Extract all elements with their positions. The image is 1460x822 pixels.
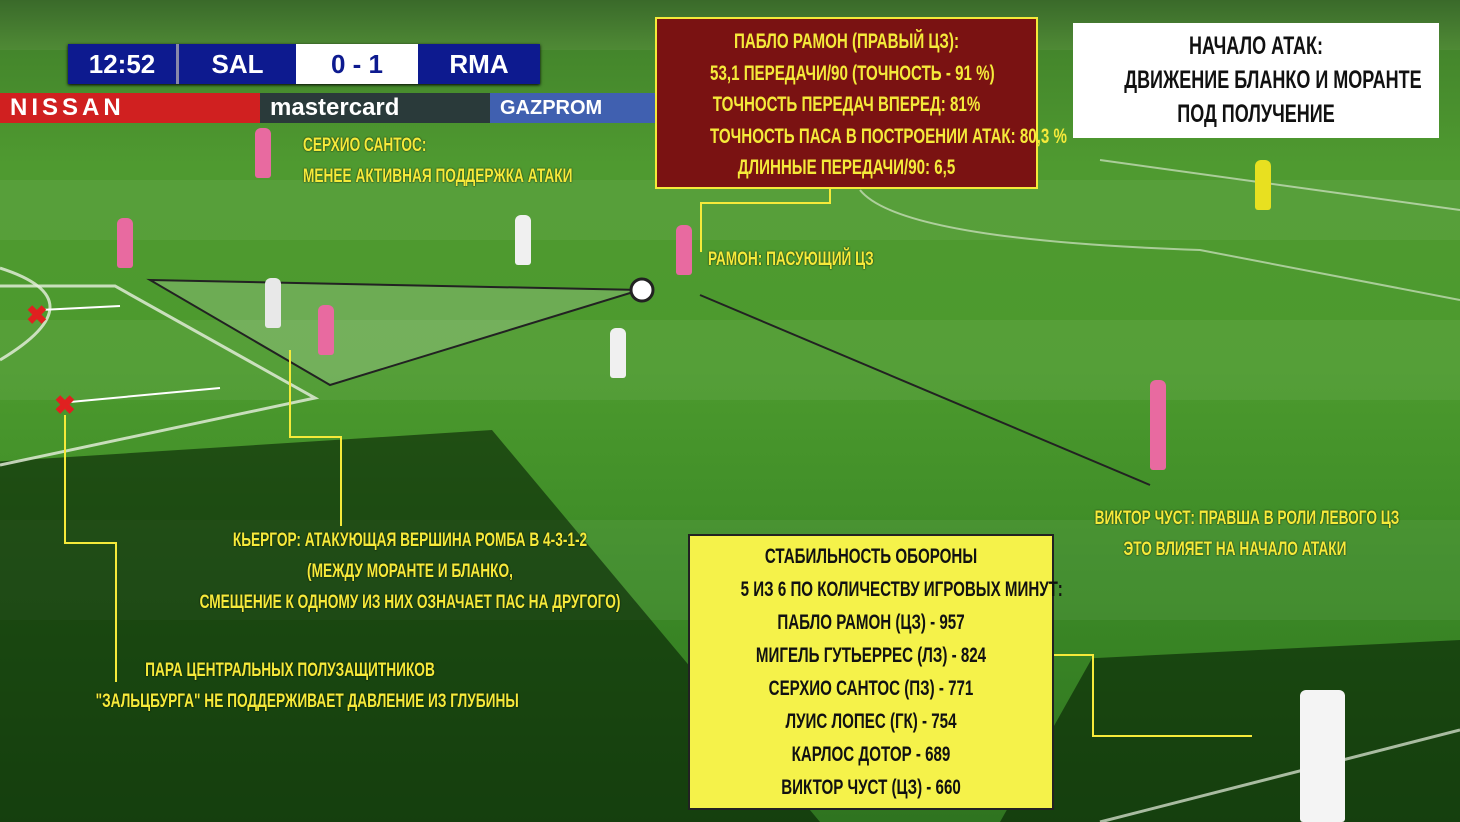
cross-marker: ✖: [54, 390, 76, 420]
player-chust: [1150, 380, 1166, 470]
score: 0 - 1: [296, 44, 418, 84]
player: [515, 215, 531, 265]
connector-line: [700, 202, 830, 204]
cross-marker: ✖: [26, 300, 48, 330]
ramon-stats-box: ПАБЛО РАМОН (ПРАВЫЙ ЦЗ): 53,1 ПЕРЕДАЧИ/9…: [655, 17, 1067, 189]
stat-line: ПАБЛО РАМОН (ПРАВЫЙ ЦЗ):: [734, 30, 959, 53]
pitch-stripe: [0, 180, 1460, 240]
annotation-kjergor: КЬЕРГОР: АТАКУЮЩАЯ ВЕРШИНА РОМБА В 4-3-1…: [110, 525, 710, 618]
title-box: НАЧАЛО АТАК: ДВИЖЕНИЕ БЛАНКО И МОРАНТЕ П…: [1073, 23, 1439, 138]
annotation-santos: СЕРХИО САНТОС: МЕНЕЕ АКТИВНАЯ ПОДДЕРЖКА …: [303, 130, 723, 192]
scoreboard: 12:52 SAL 0 - 1 RMA: [68, 44, 540, 84]
annotation-chust: ВИКТОР ЧУСТ: ПРАВША В РОЛИ ЛЕВОГО ЦЗ ЭТО…: [1040, 503, 1430, 565]
annotation-line: (МЕЖДУ МОРАНТЕ И БЛАНКО,: [307, 561, 513, 582]
title-line: ДВИЖЕНИЕ БЛАНКО И МОРАНТЕ: [1124, 66, 1422, 94]
player: [117, 218, 133, 268]
ad-gazprom: GAZPROM: [490, 93, 660, 123]
defense-stability-box: СТАБИЛЬНОСТЬ ОБОРОНЫ 5 ИЗ 6 ПО КОЛИЧЕСТВ…: [688, 534, 1063, 810]
defense-line: КАРЛОС ДОТОР - 689: [791, 743, 951, 766]
annotation-line: СМЕЩЕНИЕ К ОДНОМУ ИЗ НИХ ОЗНАЧАЕТ ПАС НА…: [199, 592, 621, 613]
connector-line: [340, 436, 342, 526]
title-line: ПОД ПОЛУЧЕНИЕ: [1177, 100, 1335, 128]
connector-line: [1092, 654, 1094, 736]
annotation-line: ВИКТОР ЧУСТ: ПРАВША В РОЛИ ЛЕВОГО ЦЗ: [1094, 508, 1400, 529]
player: [265, 278, 281, 328]
annotation-line: КЬЕРГОР: АТАКУЮЩАЯ ВЕРШИНА РОМБА В 4-3-1…: [232, 530, 588, 551]
ad-mastercard: mastercard: [260, 93, 490, 123]
title-line: НАЧАЛО АТАК:: [1188, 32, 1324, 60]
home-team: SAL: [176, 44, 296, 84]
goalkeeper: [1255, 160, 1271, 210]
away-team: RMA: [418, 44, 540, 84]
annotation-line: РАМОН: ПАСУЮЩИЙ ЦЗ: [708, 249, 874, 270]
connector-line: [829, 189, 831, 204]
defense-line: ВИКТОР ЧУСТ (ЦЗ) - 660: [781, 776, 961, 799]
coach: [1300, 690, 1345, 822]
annotation-midfield: ПАРА ЦЕНТРАЛЬНЫХ ПОЛУЗАЩИТНИКОВ "ЗАЛЬЦБУ…: [20, 655, 560, 717]
defense-line: СЕРХИО САНТОС (ПЗ) - 771: [768, 677, 974, 700]
connector-line: [64, 542, 116, 544]
connector-line: [700, 202, 702, 252]
annotation-line: МЕНЕЕ АКТИВНАЯ ПОДДЕРЖКА АТАКИ: [303, 166, 573, 187]
connector-line: [289, 350, 291, 437]
connector-line: [64, 415, 66, 543]
player-santos: [255, 128, 271, 178]
ball: [629, 277, 655, 303]
stat-line: ТОЧНОСТЬ ПЕРЕДАЧ ВПЕРЕД: 81%: [712, 93, 981, 116]
connector-line: [1053, 654, 1093, 656]
annotation-line: СЕРХИО САНТОС:: [303, 135, 427, 156]
defense-line: МИГЕЛЬ ГУТЬЕРРЕС (ЛЗ) - 824: [755, 644, 987, 667]
annotation-ramon: РАМОН: ПАСУЮЩИЙ ЦЗ: [708, 244, 968, 275]
ad-nissan: NISSAN: [0, 93, 260, 123]
player-ramon: [676, 225, 692, 275]
connector-line: [1092, 735, 1252, 737]
defense-line: 5 ИЗ 6 ПО КОЛИЧЕСТВУ ИГРОВЫХ МИНУТ:: [740, 578, 1063, 601]
stat-line: ТОЧНОСТЬ ПАСА В ПОСТРОЕНИИ АТАК: 80,3 %: [710, 124, 1067, 148]
player: [610, 328, 626, 378]
passing-triangle: [146, 278, 641, 387]
defense-line: ЛУИС ЛОПЕС (ГК) - 754: [785, 710, 957, 733]
match-time: 12:52: [68, 44, 176, 84]
stat-line: ДЛИННЫЕ ПЕРЕДАЧИ/90: 6,5: [737, 156, 956, 179]
connector-line: [115, 542, 117, 682]
defense-line: СТАБИЛЬНОСТЬ ОБОРОНЫ: [764, 545, 978, 568]
defense-line: ПАБЛО РАМОН (ЦЗ) - 957: [777, 611, 965, 634]
stat-line: 53,1 ПЕРЕДАЧИ/90 (ТОЧНОСТЬ - 91 %): [710, 61, 995, 85]
annotation-line: ПАРА ЦЕНТРАЛЬНЫХ ПОЛУЗАЩИТНИКОВ: [145, 660, 435, 681]
annotation-line: "ЗАЛЬЦБУРГА" НЕ ПОДДЕРЖИВАЕТ ДАВЛЕНИЕ ИЗ…: [95, 691, 519, 712]
player: [318, 305, 334, 355]
annotation-line: ЭТО ВЛИЯЕТ НА НАЧАЛО АТАКИ: [1123, 539, 1347, 560]
connector-line: [289, 436, 341, 438]
ad-boards: NISSAN mastercard GAZPROM: [0, 88, 660, 128]
